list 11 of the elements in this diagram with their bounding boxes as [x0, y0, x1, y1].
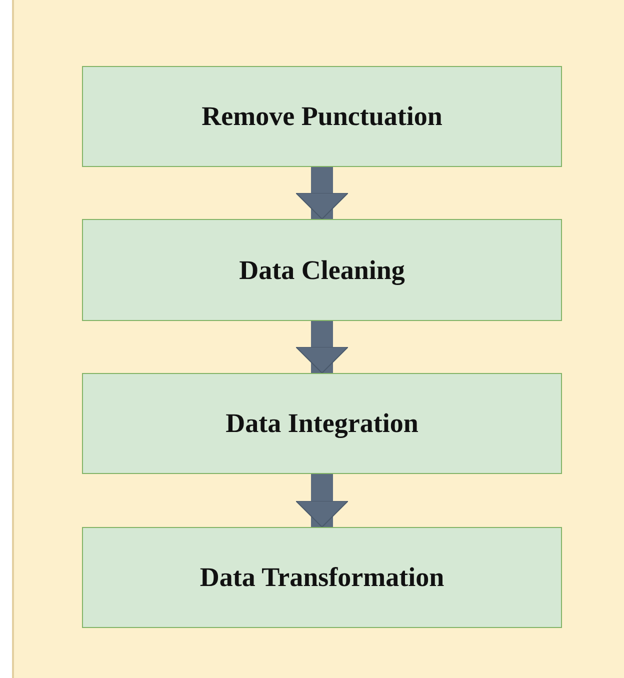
- block-arrow: [296, 167, 348, 220]
- process-box: [82, 373, 562, 474]
- step-label: Remove Punctuation: [202, 101, 442, 132]
- block-arrow: [296, 474, 348, 528]
- process-box: [82, 527, 562, 628]
- process-box: [82, 219, 562, 321]
- step-label: Data Cleaning: [239, 254, 405, 286]
- step-label: Data Integration: [226, 408, 418, 439]
- block-arrow: [296, 321, 348, 374]
- process-box: [82, 66, 562, 167]
- step-label: Data Transformation: [200, 562, 444, 593]
